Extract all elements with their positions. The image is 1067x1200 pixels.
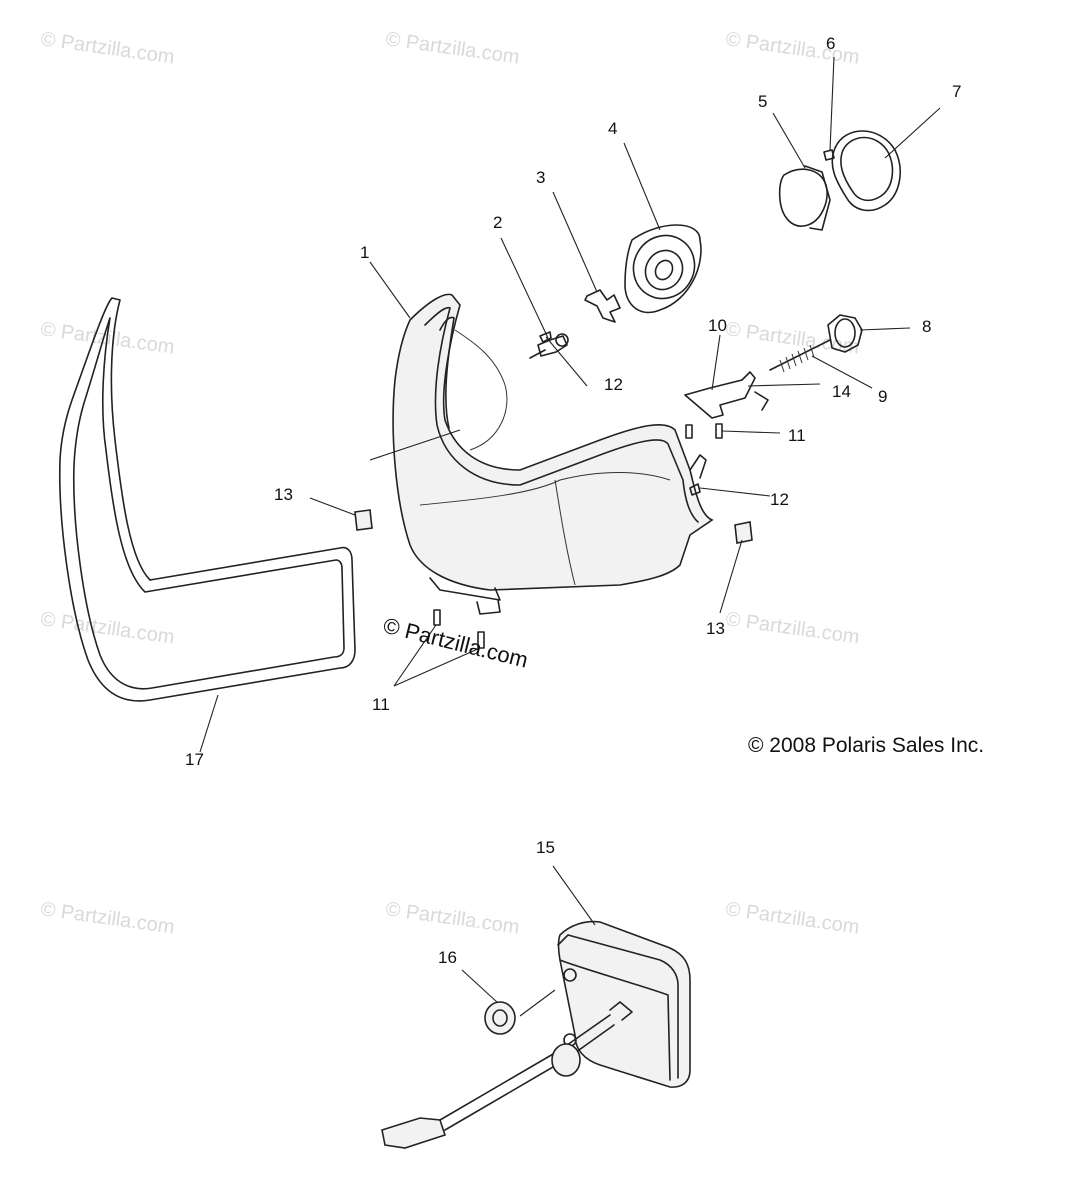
callout-3: 3 [536, 168, 545, 187]
part-1-headlight-housing [392, 293, 714, 615]
part-5-lamp [778, 165, 831, 231]
callout-15: 15 [536, 838, 555, 857]
watermark-text: © Partzilla.com [724, 898, 861, 939]
watermark-text: © Partzilla.com [724, 318, 861, 359]
callout-11: 11 [788, 426, 806, 445]
part-17-seal [58, 297, 356, 702]
callout-8: 8 [922, 317, 931, 336]
part-11-screws [433, 423, 723, 649]
callout-1: 1 [360, 243, 369, 262]
watermark-text: © Partzilla.com [724, 608, 861, 649]
part-12-screws [539, 331, 701, 496]
watermark-text: © Partzilla.com [384, 898, 521, 939]
watermark-text: © Partzilla.com [39, 608, 176, 649]
leader-lines [199, 56, 941, 1017]
callout-14: 14 [832, 382, 851, 401]
callout-17: 17 [185, 750, 204, 769]
callout-11: 11 [372, 695, 390, 714]
callout-7: 7 [952, 82, 961, 101]
callout-12: 12 [604, 375, 623, 394]
part-10-bracket [684, 371, 769, 419]
copyright-notice: © 2008 Polaris Sales Inc. [748, 734, 984, 757]
callout-12: 12 [770, 490, 789, 509]
part-9-spring [769, 339, 831, 373]
callout-9: 9 [878, 387, 887, 406]
part-8-knob [827, 314, 863, 353]
callout-6: 6 [826, 34, 835, 53]
part-2-bulb [529, 333, 569, 359]
callout-2: 2 [493, 213, 502, 232]
part-16-grommet [484, 1001, 516, 1035]
watermark-text: © Partzilla.com [39, 898, 176, 939]
part-13-nuts [354, 509, 753, 544]
watermark-text: © Partzilla.com [724, 28, 861, 69]
callout-16: 16 [438, 948, 457, 967]
callout-13: 13 [706, 619, 725, 638]
callout-10: 10 [708, 316, 727, 335]
watermark-text: © Partzilla.com [39, 28, 176, 69]
part-4-cover [624, 224, 702, 314]
callout-labels: 1 2 3 4 5 6 7 8 9 10 11 11 12 12 13 13 1… [185, 34, 961, 967]
callout-5: 5 [758, 92, 767, 111]
part-6-screw [823, 149, 835, 161]
callout-13: 13 [274, 485, 293, 504]
part-15-tail-light [557, 920, 691, 1088]
center-watermark: © Partzilla.com [381, 613, 531, 673]
watermark-text: © Partzilla.com [384, 28, 521, 69]
wire-harness [381, 1001, 633, 1149]
part-7-gasket [831, 130, 901, 212]
callout-4: 4 [608, 119, 617, 138]
part-3-clip [584, 289, 621, 323]
